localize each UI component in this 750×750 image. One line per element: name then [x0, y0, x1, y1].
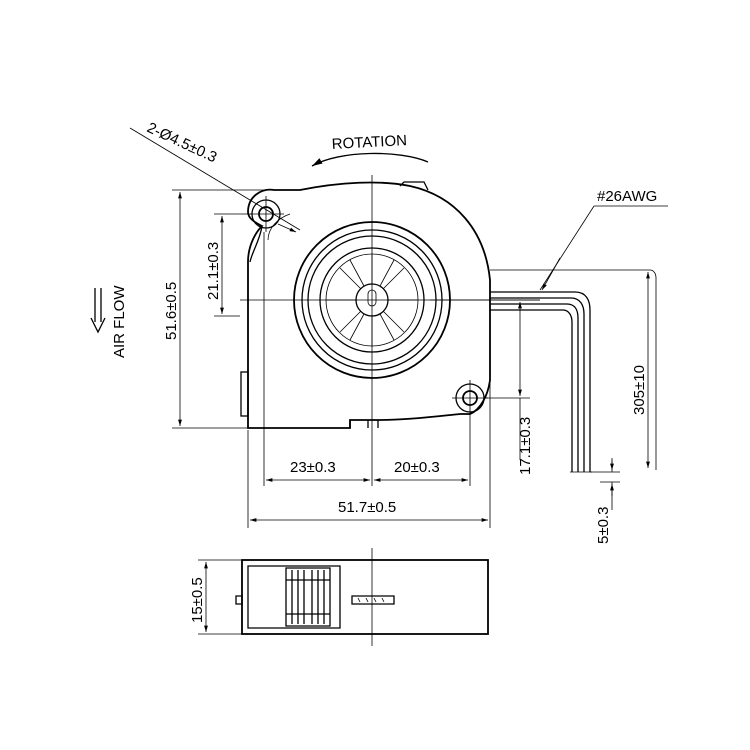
housing-ear-edge	[249, 225, 263, 263]
hole-leader-arrow	[277, 223, 297, 233]
side-housing	[241, 559, 489, 635]
side-blades	[286, 570, 330, 624]
hole-leader	[129, 127, 301, 231]
side-tab	[235, 595, 243, 605]
horizontal-dimensions: 23±0.3 20±0.3 51.7±0.5	[247, 232, 491, 528]
wire-length-dim-label: 305±10	[631, 365, 648, 415]
volute-edge	[267, 213, 291, 241]
right-horizontal-dim-label: 20±0.3	[394, 459, 440, 476]
side-inlet-frame	[247, 565, 341, 629]
housing-outline	[247, 181, 491, 429]
lead-wires: #26AWG 305±10 5±0.3	[490, 188, 668, 544]
thickness-dimension: 15±0.5	[189, 559, 242, 635]
left-side-tab	[240, 371, 249, 417]
side-connector	[351, 595, 395, 605]
air-flow-indicator: AIR FLOW	[90, 285, 128, 358]
hole-vertical-dim-label: 21.1±0.3	[205, 242, 222, 300]
rotation-label: ROTATION	[331, 132, 407, 153]
top-view: 2-Ø4.5±0.3 ROTATION AIR FLOW 51.6±0.5 21…	[90, 119, 668, 544]
center-lines	[240, 175, 540, 430]
wire-gauge-label: #26AWG	[597, 188, 657, 205]
width-dim-label: 51.7±0.5	[338, 499, 396, 516]
connector-detail	[357, 597, 385, 603]
side-view: 15±0.5	[189, 548, 489, 646]
air-flow-label: AIR FLOW	[111, 285, 128, 358]
left-horizontal-dim-label: 23±0.3	[290, 459, 336, 476]
hole1-vertical-dimension: 21.1±0.3	[205, 213, 252, 317]
top-bump	[399, 181, 429, 191]
hole2-vertical-dim-label: 17.1±0.3	[517, 417, 534, 475]
height-dim-label: 51.6±0.5	[163, 282, 180, 340]
bottom-notch	[349, 420, 379, 428]
thickness-dim-label: 15±0.5	[189, 577, 206, 623]
rotation-arrow	[311, 152, 429, 167]
height-dimension: 51.6±0.5	[163, 189, 300, 429]
strip-length-dim-label: 5±0.3	[595, 507, 612, 544]
side-impeller-block	[285, 567, 331, 627]
hole2-vertical-dimension: 17.1±0.3	[430, 299, 540, 475]
